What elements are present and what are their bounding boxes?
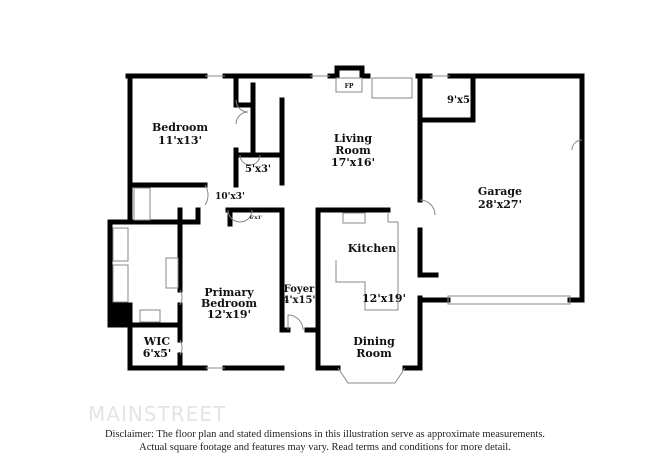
foyer-size: 4'x15' (283, 295, 316, 306)
wic-name: WIC (143, 335, 170, 348)
garage-name: Garage (478, 185, 522, 198)
hall-size: 10'x3' (215, 192, 245, 202)
living-name-2: Room (335, 144, 371, 157)
bedroom-size: 11'x13' (158, 134, 202, 147)
fireplace-label: FP (345, 83, 354, 90)
dining-name-1: Dining (353, 335, 395, 348)
disclaimer-line-1: Disclaimer: The floor plan and stated di… (104, 429, 546, 440)
garage-size: 28'x27' (478, 198, 522, 211)
dining-name-2: Room (356, 347, 392, 360)
primary-name-2: Bedroom (201, 297, 257, 310)
watermark-logo: MAINSTREET (88, 402, 227, 426)
kitchen-name: Kitchen (348, 242, 397, 255)
living-size: 17'x16' (331, 156, 375, 169)
primary-size: 12'x19' (207, 308, 251, 321)
bedroom-name: Bedroom (152, 121, 208, 134)
foyer-name: Foyer (284, 284, 315, 295)
kitchen-size: 12'x19' (362, 292, 406, 305)
walls (107, 65, 585, 371)
wic-size: 6'x5' (143, 347, 172, 360)
primary-name-1: Primary (204, 286, 254, 299)
storage-size: 9'x5' (447, 95, 473, 106)
closet-size: 5'x3' (245, 164, 271, 175)
disclaimer-line-2: Actual square footage and features may v… (139, 442, 511, 453)
fixtures (112, 75, 583, 384)
living-name-1: Living (334, 132, 372, 145)
closet-small-size: 6'x1' (249, 215, 262, 221)
